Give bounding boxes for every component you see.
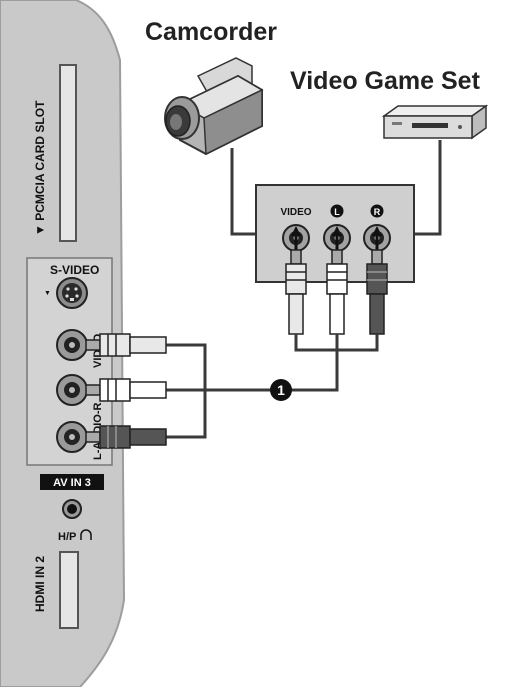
svideo-label: S-VIDEO	[50, 263, 99, 277]
source-video-label: VIDEO	[280, 207, 311, 218]
source-left-label-badge: L	[330, 204, 344, 218]
camcorder-title: Camcorder	[145, 18, 277, 46]
hdmi-port	[59, 551, 79, 629]
headphone-icon	[80, 529, 92, 540]
tv-audio-right-jack	[56, 421, 88, 453]
audio-left-plug-horizontal	[85, 378, 167, 402]
audio-left-plug-vertical	[326, 249, 348, 335]
camcorder-illustration	[164, 57, 264, 156]
pcmcia-label: ▼ PCMCIA CARD SLOT	[33, 100, 47, 236]
device-cables	[230, 140, 442, 236]
video-plug-horizontal	[85, 333, 167, 357]
headphone-jack	[62, 499, 82, 519]
tv-audio-left-jack	[56, 374, 88, 406]
video-game-set-title: Video Game Set	[290, 67, 480, 95]
svideo-arrow: ▼	[44, 290, 51, 297]
audio-right-plug-horizontal	[85, 425, 167, 449]
video-plug-vertical	[285, 249, 307, 335]
headphone-label: H/P	[58, 531, 76, 543]
svideo-port	[56, 277, 88, 309]
callout-number: 1	[277, 382, 285, 398]
hdmi-label: HDMI IN 2	[33, 556, 47, 612]
source-right-label-badge: R	[370, 204, 384, 218]
tv-video-jack	[56, 329, 88, 361]
av-in-badge	[40, 474, 104, 490]
av-cable-bundle	[166, 334, 379, 439]
callout-marker: 1	[270, 379, 292, 401]
source-insert-arrows	[291, 226, 382, 250]
video-game-set-illustration	[381, 104, 489, 140]
av-in-label: AV IN 3	[53, 477, 91, 489]
audio-right-plug-vertical	[366, 249, 388, 335]
source-left-label: L	[334, 207, 340, 217]
source-right-label: R	[374, 207, 381, 217]
pcmcia-card-slot	[59, 64, 77, 242]
